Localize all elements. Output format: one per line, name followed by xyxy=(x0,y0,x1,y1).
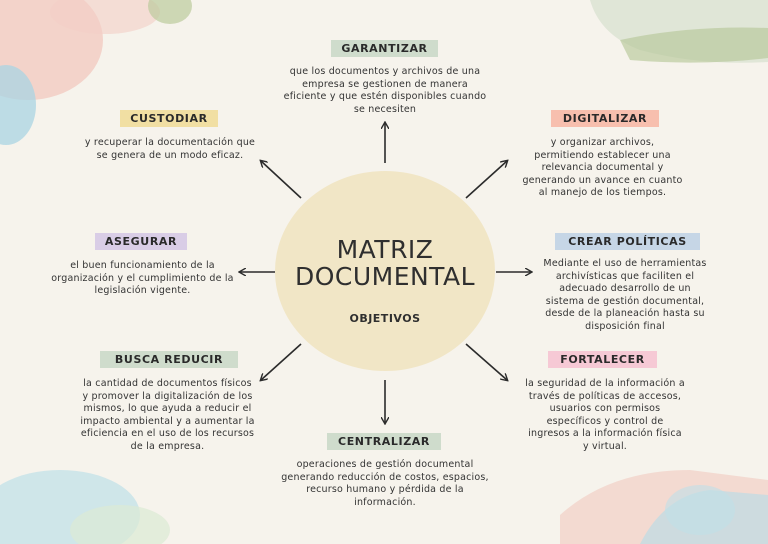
desc-crear-politicas: Mediante el uso de herramientas archivís… xyxy=(543,258,707,332)
center-circle xyxy=(275,171,495,371)
desc-garantizar: que los documentos y archivos de una emp… xyxy=(283,66,487,115)
arrow-digitalizar xyxy=(465,161,507,199)
tag-centralizar: CENTRALIZAR xyxy=(327,433,441,450)
desc-busca-reducir: la cantidad de documentos físicos y prom… xyxy=(80,378,255,452)
desc-fortalecer: la seguridad de la información a través … xyxy=(525,378,685,452)
arrow-custodiar xyxy=(261,161,302,199)
desc-digitalizar: y organizar archivos, permitiendo establ… xyxy=(522,137,683,198)
tag-custodiar: CUSTODIAR xyxy=(120,110,218,127)
arrow-busca-reducir xyxy=(261,343,302,380)
tag-crear-politicas: CREAR POLÍTICAS xyxy=(555,233,700,250)
tag-asegurar: ASEGURAR xyxy=(95,233,187,250)
tag-garantizar: GARANTIZAR xyxy=(331,40,438,57)
tag-busca-reducir: BUSCA REDUCIR xyxy=(100,351,238,368)
tag-fortalecer: FORTALECER xyxy=(548,351,657,368)
tag-digitalizar: DIGITALIZAR xyxy=(551,110,659,127)
desc-asegurar: el buen funcionamiento de la organizació… xyxy=(51,260,234,296)
arrow-fortalecer xyxy=(465,343,507,380)
desc-custodiar: y recuperar la documentación que se gene… xyxy=(84,137,256,161)
desc-centralizar: operaciones de gestión documental genera… xyxy=(281,459,489,508)
center-title: MATRIZ DOCUMENTAL xyxy=(294,235,476,291)
center-subtitle: OBJETIVOS xyxy=(349,312,421,325)
